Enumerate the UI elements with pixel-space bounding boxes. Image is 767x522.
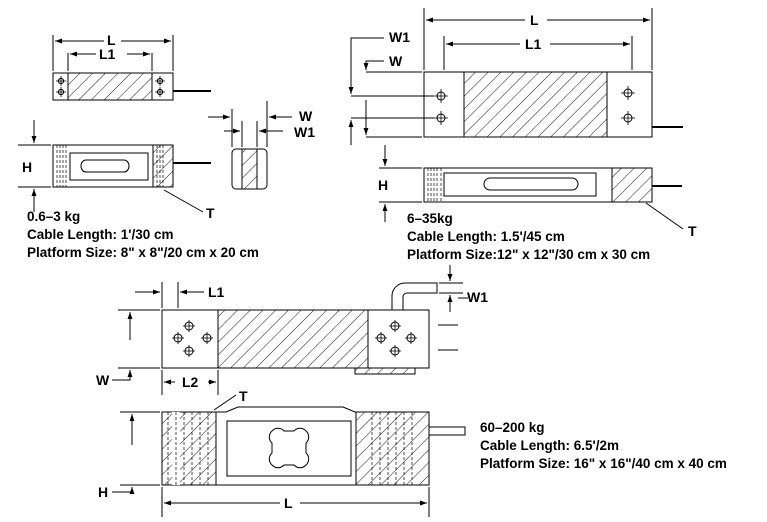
small-label-W1: W1 <box>294 124 315 140</box>
medium-label-W1: W1 <box>389 29 410 45</box>
medium-label-L: L <box>530 12 539 28</box>
medium-label-L1: L1 <box>525 36 542 52</box>
medium-specs: 6–35kg Cable Length: 1.5'/45 cm Platform… <box>407 210 650 264</box>
small-mount-holes <box>56 76 165 97</box>
medium-cable-length: Cable Length: 1.5'/45 cm <box>407 229 565 244</box>
small-side-view <box>52 144 211 213</box>
medium-dim-W-W1 <box>348 37 434 145</box>
large-dim-W <box>112 309 160 381</box>
small-cable-length: Cable Length: 1'/30 cm <box>27 227 174 242</box>
large-platform-size: Platform Size: 16" x 16"/40 cm x 40 cm <box>480 456 727 471</box>
large-top-view <box>161 282 438 375</box>
large-label-H: H <box>98 484 108 500</box>
large-capacity: 60–200 kg <box>480 420 545 435</box>
small-label-L: L <box>107 32 116 48</box>
large-load-cell <box>112 265 468 517</box>
medium-load-cell <box>348 8 684 230</box>
large-mount-holes <box>172 320 417 357</box>
small-capacity: 0.6–3 kg <box>27 209 81 224</box>
small-label-T: T <box>206 205 215 221</box>
medium-side-view <box>423 167 684 230</box>
small-dim-L1 <box>67 51 153 71</box>
medium-capacity: 6–35kg <box>407 211 453 226</box>
large-specs: 60–200 kg Cable Length: 6.5'/2m Platform… <box>480 419 727 473</box>
medium-label-T: T <box>688 223 697 239</box>
small-dim-L <box>52 35 174 71</box>
large-label-T: T <box>239 388 248 404</box>
small-label-L1: L1 <box>99 46 116 62</box>
medium-label-W: W <box>389 53 403 69</box>
large-dim-L1 <box>135 282 204 308</box>
large-dim-L2 <box>161 370 219 395</box>
medium-mount-holes <box>434 86 635 125</box>
medium-dim-L1 <box>443 36 633 70</box>
medium-top-view <box>423 71 683 138</box>
dimension-labels: L L1 H W W1 T L L1 W1 W H T L1 W1 W L2 T… <box>22 12 697 511</box>
medium-dim-L <box>423 8 653 70</box>
small-end-view <box>208 101 292 190</box>
small-label-W: W <box>299 108 313 124</box>
large-dim-W1 <box>438 265 468 351</box>
medium-label-H: H <box>378 177 388 193</box>
large-cable-length: Cable Length: 6.5'/2m <box>480 438 619 453</box>
large-dim-L <box>161 487 430 517</box>
large-label-L: L <box>284 495 293 511</box>
small-platform-size: Platform Size: 8" x 8"/20 cm x 20 cm <box>27 245 259 260</box>
medium-platform-size: Platform Size:12" x 12"/30 cm x 30 cm <box>407 247 651 262</box>
small-dim-H <box>18 120 51 212</box>
large-dim-H <box>112 411 160 494</box>
small-specs: 0.6–3 kg Cable Length: 1'/30 cm Platform… <box>27 208 259 262</box>
large-side-view <box>161 394 466 486</box>
small-load-cell <box>18 35 292 213</box>
large-label-L2: L2 <box>182 374 199 390</box>
small-top-view <box>52 72 211 101</box>
medium-dim-H <box>379 145 422 222</box>
large-label-W1: W1 <box>467 289 488 305</box>
large-label-W: W <box>96 372 110 388</box>
small-label-H: H <box>22 159 32 175</box>
large-label-L1: L1 <box>208 284 225 300</box>
